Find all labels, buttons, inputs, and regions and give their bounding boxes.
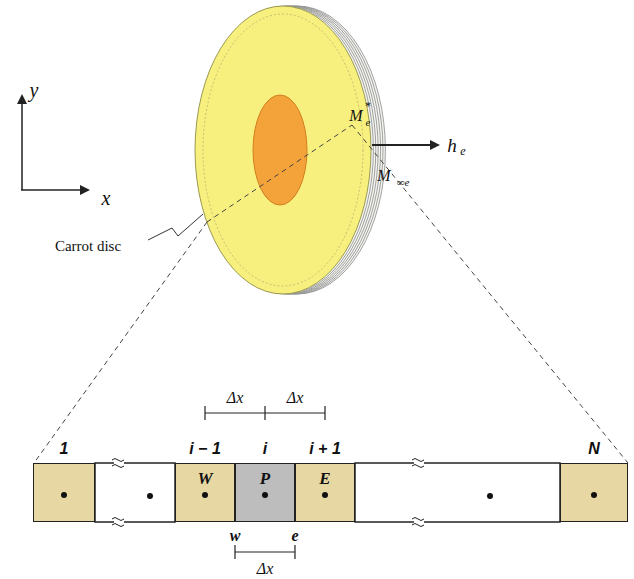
transfer-coefficient: h [447, 136, 457, 155]
blank-cell [95, 463, 175, 522]
flux-arrow [372, 144, 438, 146]
subscript: e [460, 145, 465, 157]
node-dot [202, 492, 208, 498]
cell-index: 1 [60, 440, 69, 458]
carrot-disc [195, 6, 371, 294]
cell-index: N [588, 440, 600, 458]
node-dot [262, 492, 268, 498]
moisture-symbol: M [349, 108, 362, 124]
break-symbols [112, 459, 424, 527]
control-volume-1: 1 [33, 463, 95, 522]
node-dot [487, 493, 493, 499]
dimension-label: Δx [287, 390, 304, 406]
face-label: e [291, 528, 298, 544]
node-letter: P [260, 469, 270, 489]
dimension-label: Δx [257, 561, 274, 577]
face-label: w [230, 528, 241, 544]
disc-rim [203, 14, 363, 286]
node-dot [322, 492, 328, 498]
cell-index: i + 1 [309, 440, 341, 458]
control-volume-east: i + 1E [295, 463, 355, 522]
subscript: ∞e [397, 177, 410, 188]
y-axis [21, 96, 23, 190]
carrot-core [253, 95, 307, 205]
superscript: * [365, 100, 371, 112]
cell-index: i [263, 440, 267, 458]
zoom-line [34, 222, 207, 463]
axis-label: y [30, 80, 39, 100]
node-letter: W [197, 469, 212, 489]
blank-cell [355, 463, 560, 522]
node-dot [591, 492, 597, 498]
control-volume-west: i − 1W [175, 463, 235, 522]
control-volume-center: iP [235, 463, 295, 522]
node-dot [147, 493, 153, 499]
node-letter: E [319, 469, 330, 489]
subscript: e [366, 117, 371, 128]
moisture-symbol: M [377, 168, 390, 184]
zoom-line [352, 125, 628, 463]
cell-index: i − 1 [189, 440, 221, 458]
control-volume-n: N [560, 463, 628, 522]
node-dot [61, 492, 67, 498]
axis-label: x [102, 188, 111, 208]
leader-line [148, 214, 203, 240]
part-label: Carrot disc [55, 239, 121, 254]
x-axis [21, 189, 88, 191]
section-line [207, 125, 352, 222]
dimension-label: Δx [227, 390, 244, 406]
